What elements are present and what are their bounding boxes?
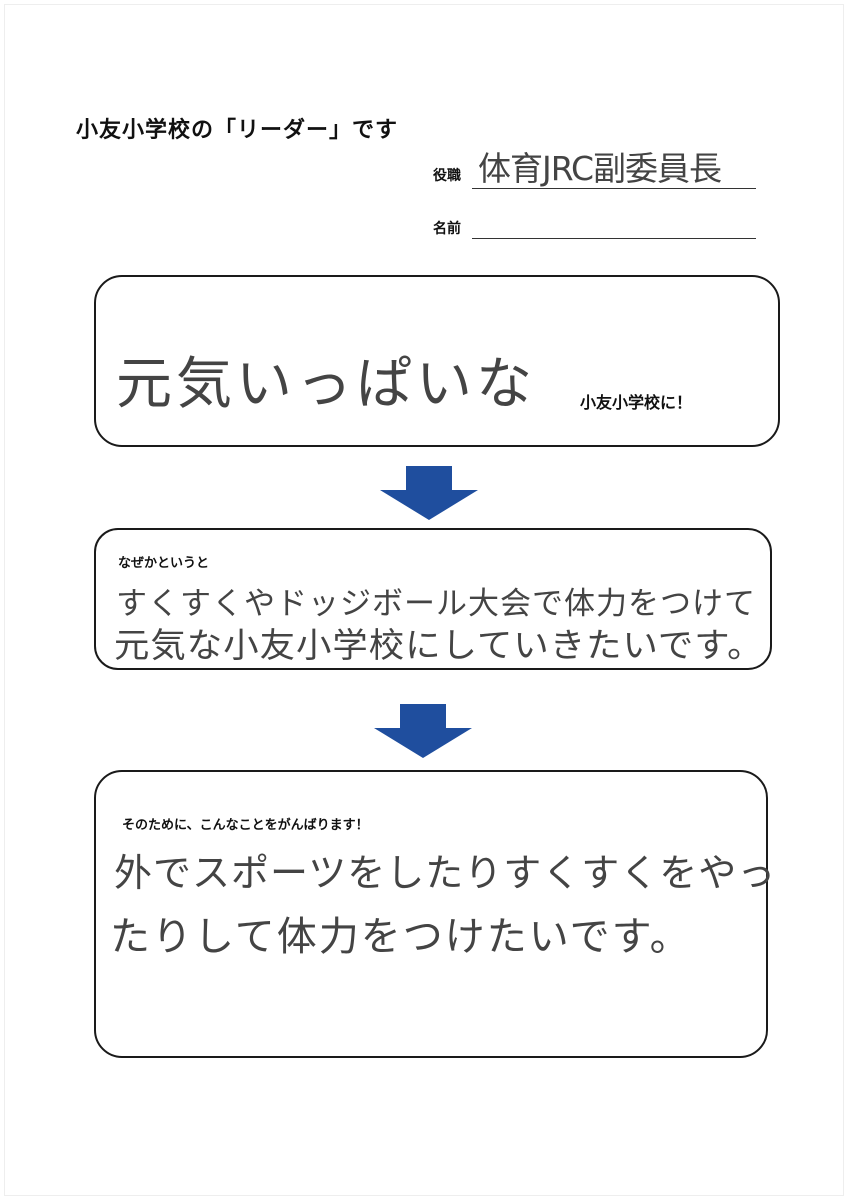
role-value: 体育JRC副委員長 bbox=[478, 149, 722, 188]
down-arrow-shape bbox=[380, 466, 478, 520]
reason-line-2: 元気な小友小学校にしていきたいです。 bbox=[114, 626, 764, 666]
role-underline bbox=[472, 188, 756, 189]
page-border bbox=[4, 4, 844, 1196]
role-label: 役職 bbox=[433, 168, 461, 184]
goal-handwritten-text: 元気いっぱいな bbox=[116, 352, 536, 417]
plan-line-2: たりして体力をつけたいです。 bbox=[110, 914, 692, 960]
reason-prompt: なぜかというと bbox=[118, 556, 210, 571]
reason-box: なぜかというと すくすくやドッジボール大会で体力をつけて 元気な小友小学校にして… bbox=[94, 528, 772, 670]
page-title: 小友小学校の「リーダー」です bbox=[76, 118, 399, 143]
down-arrow-icon bbox=[380, 466, 478, 520]
plan-line-1: 外でスポーツをしたりすくすくをやっ bbox=[114, 851, 777, 895]
reason-line-1: すくすくやドッジボール大会で体力をつけて bbox=[116, 586, 756, 622]
down-arrow-icon bbox=[374, 704, 472, 758]
goal-suffix-text: 小友小学校に！ bbox=[580, 393, 693, 412]
down-arrow-shape bbox=[374, 704, 472, 758]
plan-box: そのために、こんなことをがんばります！ 外でスポーツをしたりすくすくをやっ たり… bbox=[94, 770, 775, 1058]
name-underline bbox=[472, 238, 756, 239]
goal-box: 元気いっぱいな 小友小学校に！ bbox=[94, 275, 780, 447]
name-label: 名前 bbox=[433, 221, 461, 237]
plan-prompt: そのために、こんなことをがんばります！ bbox=[122, 818, 369, 833]
